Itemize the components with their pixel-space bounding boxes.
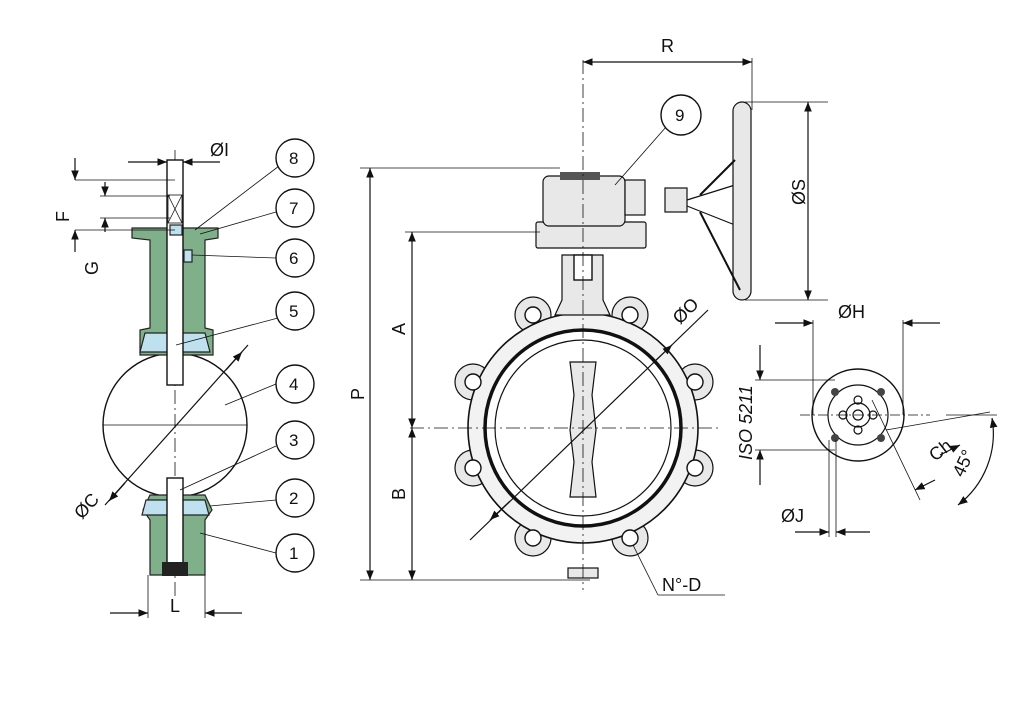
svg-text:3: 3 <box>289 431 298 450</box>
packing-6 <box>183 249 193 263</box>
balloon-4: 4 <box>224 364 315 406</box>
dimension-R: R <box>583 36 753 110</box>
label-Ch: Ch <box>925 435 955 465</box>
dimension-P-A-B: P A B <box>348 167 590 581</box>
label-J: ØJ <box>781 506 804 526</box>
label-O: ØO <box>669 294 703 328</box>
balloon-8: 8 <box>194 138 315 231</box>
flange-view <box>800 368 930 462</box>
balloon-9: 9 <box>614 94 702 186</box>
balloon-5: 5 <box>175 291 315 346</box>
neck <box>554 254 611 316</box>
stem-upper <box>166 159 184 386</box>
balloon-7: 7 <box>199 188 315 235</box>
label-G: G <box>82 261 102 275</box>
balloon-6: 6 <box>191 238 315 278</box>
front-view <box>410 60 752 590</box>
dimension-H: ØH <box>775 302 940 415</box>
label-C: ØC <box>70 489 103 522</box>
dimension-L: L <box>110 575 242 618</box>
dimension-iso: ISO 5211 <box>736 345 835 485</box>
svg-text:2: 2 <box>289 489 298 508</box>
handwheel <box>732 101 752 301</box>
bottom-plug <box>162 562 188 576</box>
balloon-1: 1 <box>199 532 315 573</box>
dimension-S: ØS <box>745 101 828 301</box>
svg-text:9: 9 <box>675 106 684 125</box>
dimension-D: N°-D <box>632 544 725 596</box>
svg-text:1: 1 <box>289 544 298 563</box>
balloon-2: 2 <box>209 478 315 518</box>
label-L: L <box>170 596 180 616</box>
label-D: N°-D <box>662 575 701 595</box>
svg-text:5: 5 <box>289 302 298 321</box>
stem-square <box>167 194 183 224</box>
dimension-J: ØJ <box>781 440 870 537</box>
label-B: B <box>389 488 409 500</box>
indicator <box>560 172 600 180</box>
section-view <box>102 150 248 600</box>
gearbox-side <box>624 179 646 216</box>
label-R: R <box>661 36 674 56</box>
svg-text:7: 7 <box>289 199 298 218</box>
balloon-3: 3 <box>179 420 315 491</box>
lug-holes <box>464 306 704 547</box>
stem-lower <box>166 477 184 574</box>
flange-bolts <box>831 388 885 442</box>
dimension-I: ØI <box>128 140 229 166</box>
balloons-left: 8 7 6 5 4 3 2 1 <box>175 138 315 573</box>
svg-text:6: 6 <box>289 249 298 268</box>
label-F: F <box>53 211 73 222</box>
svg-text:4: 4 <box>289 375 298 394</box>
label-S: ØS <box>789 179 809 205</box>
label-H: ØH <box>838 302 865 322</box>
label-A: A <box>389 323 409 335</box>
label-iso: ISO 5211 <box>736 385 756 460</box>
label-P: P <box>348 388 368 400</box>
svg-text:8: 8 <box>289 149 298 168</box>
dimension-F: F G <box>53 158 175 275</box>
shaft-housing <box>664 187 688 213</box>
label-I: ØI <box>210 140 229 160</box>
gearbox-body <box>542 175 626 227</box>
